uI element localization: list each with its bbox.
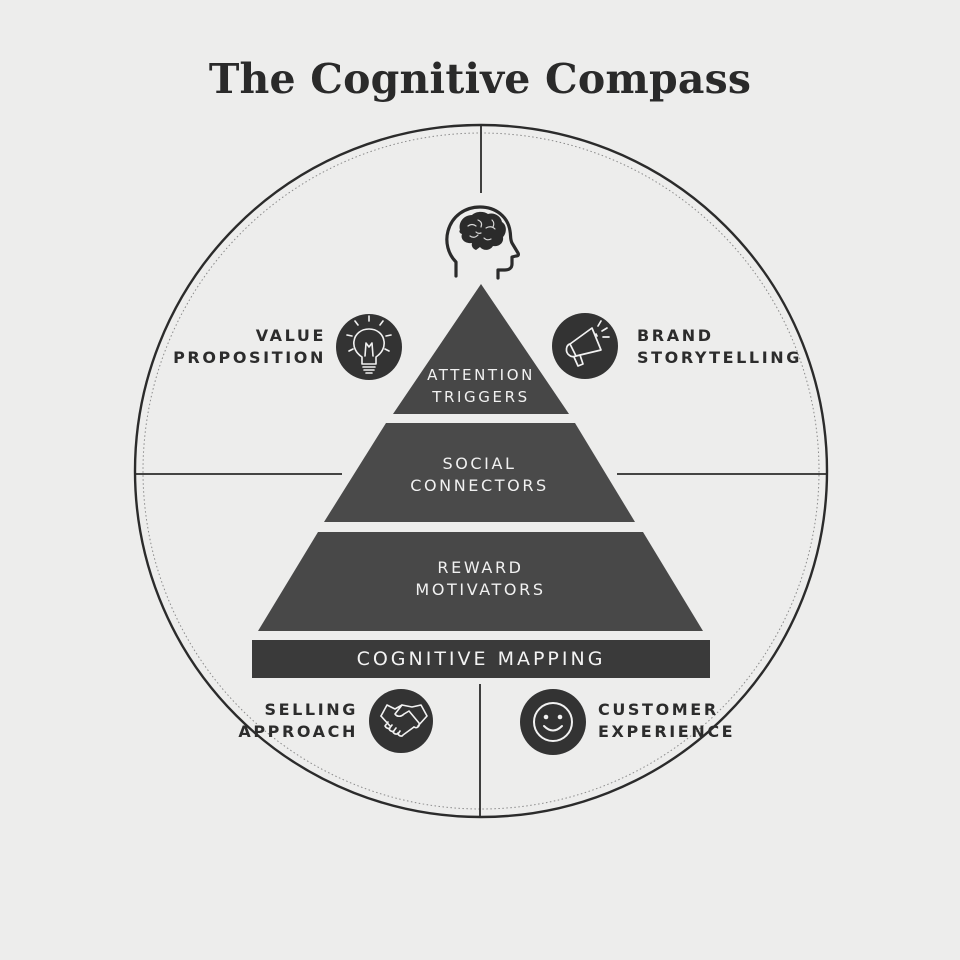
quadrant-label-line: EXPERIENCE [598,722,736,741]
quadrant-label-value-proposition: VALUE PROPOSITION [150,325,326,369]
tier-label-line: CONNECTORS [410,476,549,495]
diagram-title: The Cognitive Compass [208,55,752,103]
quadrant-label-line: STORYTELLING [637,348,802,367]
tier-label-reward-motivators: REWARD MOTIVATORS [258,557,703,601]
pyramid-base-bar [252,640,710,678]
lightbulb-icon [336,314,402,380]
tier-label-attention-triggers: ATTENTION TRIGGERS [393,364,569,408]
quadrant-label-line: BRAND [637,326,714,345]
tier-label-line: MOTIVATORS [415,580,546,599]
megaphone-icon [552,313,618,379]
quadrant-label-brand-storytelling: BRAND STORYTELLING [637,325,817,369]
quadrant-label-line: SELLING [264,700,358,719]
tier-label-line: TRIGGERS [432,388,530,406]
quadrant-label-selling-approach: SELLING APPROACH [200,699,358,743]
pyramid-base-label: COGNITIVE MAPPING [356,648,606,670]
pyramid-tier-reward [258,532,703,631]
tier-label-line: SOCIAL [442,454,517,473]
tier-label-social-connectors: SOCIAL CONNECTORS [324,453,635,497]
pyramid-tier-attention [393,284,569,414]
quadrant-label-line: PROPOSITION [173,348,326,367]
handshake-icon [369,689,433,753]
quadrant-label-line: APPROACH [238,722,358,741]
quadrant-label-line: VALUE [255,326,326,345]
smiley-face-icon [520,689,586,755]
tier-label-line: REWARD [437,558,524,577]
tier-label-line: ATTENTION [427,366,535,384]
pyramid-tier-social [324,423,635,522]
quadrant-label-line: CUSTOMER [598,700,719,719]
head-with-brain-icon [445,205,520,280]
quadrant-label-customer-experience: CUSTOMER EXPERIENCE [598,699,768,743]
